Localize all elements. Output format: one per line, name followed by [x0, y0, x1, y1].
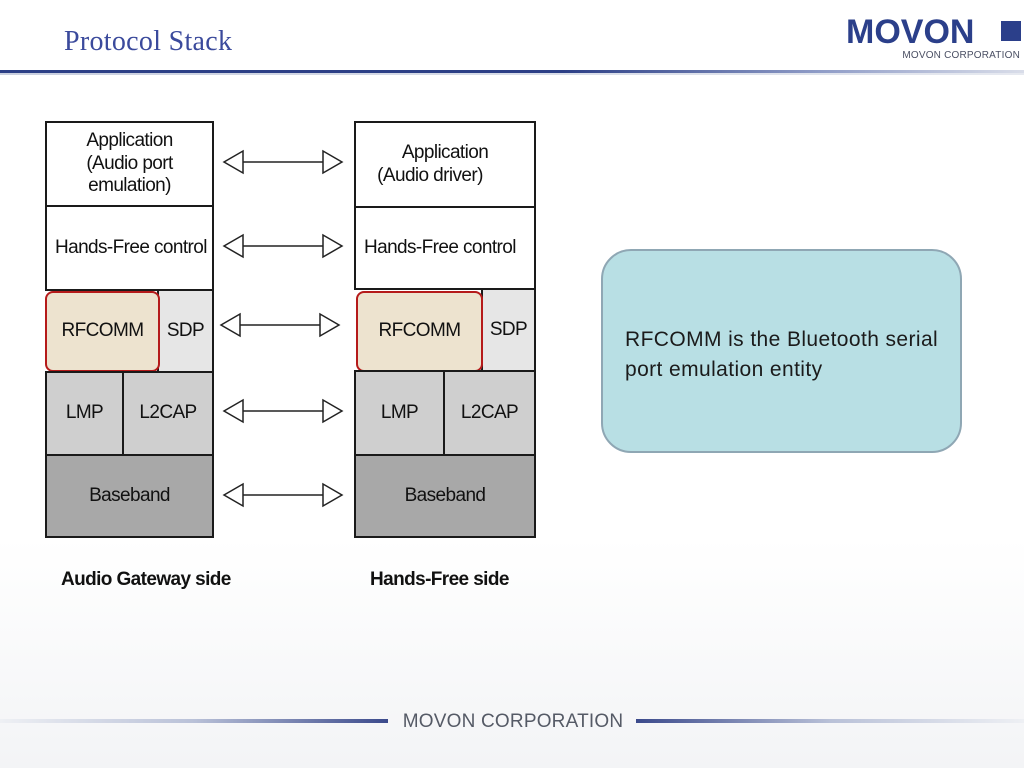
left-l2cap-layer: L2CAP — [122, 371, 214, 456]
right-application-layer: Application (Audio driver) — [354, 121, 536, 208]
slide-title: Protocol Stack — [64, 26, 233, 57]
left-rfcomm-layer: RFCOMM — [45, 291, 160, 372]
logo-wordmark: MOVON — [846, 13, 975, 51]
arrow-baseband — [222, 482, 344, 508]
right-rfcomm-layer: RFCOMM — [356, 291, 483, 372]
right-lmp-layer: LMP — [354, 370, 445, 456]
arrow-application — [222, 149, 344, 175]
right-l2cap-layer: L2CAP — [443, 370, 536, 456]
right-baseband-layer: Baseband — [354, 454, 536, 538]
arrow-rfcomm — [219, 312, 341, 338]
right-application-subtitle: (Audio driver) — [377, 164, 483, 186]
title-rule — [0, 70, 1024, 73]
logo-subtitle: MOVON CORPORATION — [902, 50, 1020, 61]
left-baseband-layer: Baseband — [45, 454, 214, 538]
left-side-label: Audio Gateway side — [61, 569, 231, 590]
right-application-title: Application — [401, 141, 489, 163]
title-rule-shadow — [0, 73, 1024, 75]
arrow-hf-control — [222, 233, 344, 259]
left-sdp-layer: SDP — [157, 289, 214, 373]
left-application-layer: Application (Audio port emulation) — [45, 121, 214, 207]
left-hf-control-layer: Hands-Free control — [45, 205, 214, 291]
footer-rule-right — [636, 719, 1024, 723]
right-side-label: Hands-Free side — [370, 569, 509, 590]
callout-text: RFCOMM is the Bluetooth serial port emul… — [625, 328, 939, 381]
logo-square-icon — [1001, 21, 1021, 41]
rfcomm-callout: RFCOMM is the Bluetooth serial port emul… — [601, 249, 962, 453]
right-hf-control-layer: Hands-Free control — [354, 206, 536, 290]
arrow-l2cap — [222, 398, 344, 424]
right-sdp-layer: SDP — [481, 288, 536, 372]
footer-rule-left — [0, 719, 388, 723]
company-logo: MOVON MOVON CORPORATION — [846, 12, 1022, 64]
left-lmp-layer: LMP — [45, 371, 124, 456]
footer-text: MOVON CORPORATION — [402, 711, 624, 732]
left-application-subtitle: (Audio port emulation) — [86, 152, 173, 197]
left-application-title: Application — [86, 129, 173, 151]
